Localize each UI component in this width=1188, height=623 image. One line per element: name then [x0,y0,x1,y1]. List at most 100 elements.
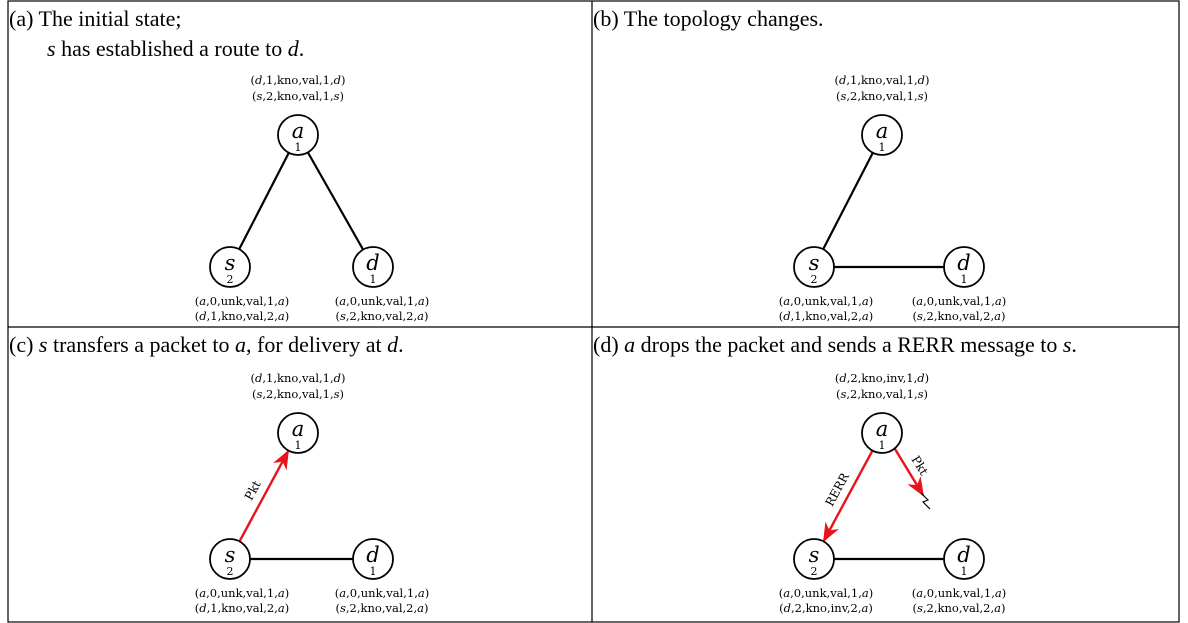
panel-b: (b) The topology changes.a1s2d1(d,1,kno,… [593,6,1006,323]
panel-c: (c) s transfers a packet to a, for deliv… [9,332,429,615]
node-circle [861,114,903,156]
node-sequence-number: 1 [879,141,886,154]
panel-caption: s has established a route to d. [47,36,304,61]
caption-segment: (c) [9,332,39,357]
caption-segment: s [39,332,48,357]
node-circle [793,538,835,580]
node-sequence-number: 2 [811,273,818,286]
message-label: Pkt [242,478,264,503]
node-a: a1 [861,412,903,454]
node-sequence-number: 1 [961,273,968,286]
node-label: s [809,543,820,567]
node-circle [277,412,319,454]
caption-segment: . [299,36,305,61]
caption-segment: d [387,332,399,357]
node-label: s [225,543,236,567]
caption-segment: . [398,332,404,357]
routing-entry-d: (a,0,unk,val,1,a) [912,586,1006,600]
panel-a: (a) The initial state; s has established … [9,6,429,323]
panel-caption: (b) The topology changes. [593,6,824,31]
caption-segment: (b) The topology changes. [593,6,824,31]
routing-entry-d: (a,0,unk,val,1,a) [335,294,429,308]
panel-caption: (d) a drops the packet and sends a RERR … [593,332,1077,357]
link-a-s [822,152,874,250]
node-label: d [957,251,970,275]
caption-segment: (a) The initial state; [9,6,181,31]
node-a: a1 [277,412,319,454]
node-sequence-number: 1 [961,565,968,578]
node-label: a [876,417,889,441]
routing-entry-a: (s,2,kno,val,1,s) [252,89,344,103]
routing-entry-d: (a,0,unk,val,1,a) [335,586,429,600]
packet-dropped-mark [920,492,931,510]
node-d: d1 [352,538,394,580]
node-label: a [292,119,305,143]
node-circle [277,114,319,156]
routing-entry-d: (a,0,unk,val,1,a) [912,294,1006,308]
routing-entry-d: (s,2,kno,val,2,a) [335,601,428,615]
panel-caption: (c) s transfers a packet to a, for deliv… [9,332,404,357]
node-label: d [366,251,379,275]
node-sequence-number: 1 [370,273,377,286]
node-s: s2 [793,246,835,288]
caption-segment: s [47,36,56,61]
caption-segment: drops the packet and sends a RERR messag… [635,332,1063,357]
node-circle [352,538,394,580]
routing-entry-s: (a,0,unk,val,1,a) [195,586,289,600]
caption-segment: , for delivery at [246,332,387,357]
node-sequence-number: 2 [811,565,818,578]
routing-entry-s: (a,0,unk,val,1,a) [779,586,873,600]
routing-entry-s: (a,0,unk,val,1,a) [779,294,873,308]
routing-entry-s: (d,1,kno,val,2,a) [195,309,290,323]
node-circle [943,246,985,288]
node-sequence-number: 1 [295,439,302,452]
message-label: Pkt [908,453,931,478]
node-a: a1 [861,114,903,156]
node-label: s [225,251,236,275]
panel-d: (d) a drops the packet and sends a RERR … [593,332,1077,615]
node-circle [861,412,903,454]
routing-entry-a: (d,1,kno,val,1,d) [250,371,345,385]
caption-segment: . [1071,332,1077,357]
node-circle [352,246,394,288]
node-label: a [876,119,889,143]
message-arrow-dropped-packet [893,448,925,497]
node-a: a1 [277,114,319,156]
caption-segment: has established a route to [56,36,288,61]
message-arrow-pkt [238,449,290,542]
node-label: d [957,543,970,567]
message-label: RERR [823,470,853,509]
figure-border [7,0,1180,623]
node-circle [209,538,251,580]
node-sequence-number: 2 [227,273,234,286]
node-label: a [292,417,305,441]
routing-entry-a: (s,2,kno,val,1,s) [836,387,928,401]
node-circle [209,246,251,288]
routing-entry-a: (d,1,kno,val,1,d) [834,73,929,87]
caption-segment: a [235,332,246,357]
routing-entry-d: (s,2,kno,val,2,a) [335,309,428,323]
routing-entry-a: (s,2,kno,val,1,s) [252,387,344,401]
node-d: d1 [943,246,985,288]
node-circle [943,538,985,580]
node-sequence-number: 1 [370,565,377,578]
caption-segment: (d) [593,332,624,357]
routing-entry-a: (d,1,kno,val,1,d) [250,73,345,87]
link-a-s [238,152,290,250]
routing-entry-a: (d,2,kno,inv,1,d) [835,371,929,385]
caption-segment: transfers a packet to [47,332,235,357]
routing-entry-d: (s,2,kno,val,2,a) [912,309,1005,323]
node-sequence-number: 1 [295,141,302,154]
node-d: d1 [352,246,394,288]
message-arrow-rerr [822,450,874,543]
node-label: s [809,251,820,275]
node-s: s2 [793,538,835,580]
caption-segment: a [624,332,635,357]
routing-entry-s: (d,1,kno,val,2,a) [779,309,874,323]
routing-entry-s: (d,2,kno,inv,2,a) [779,601,873,615]
link-a-d [306,151,365,251]
node-s: s2 [209,538,251,580]
panel-caption: (a) The initial state; [9,6,181,31]
figure-grid [7,0,1180,623]
